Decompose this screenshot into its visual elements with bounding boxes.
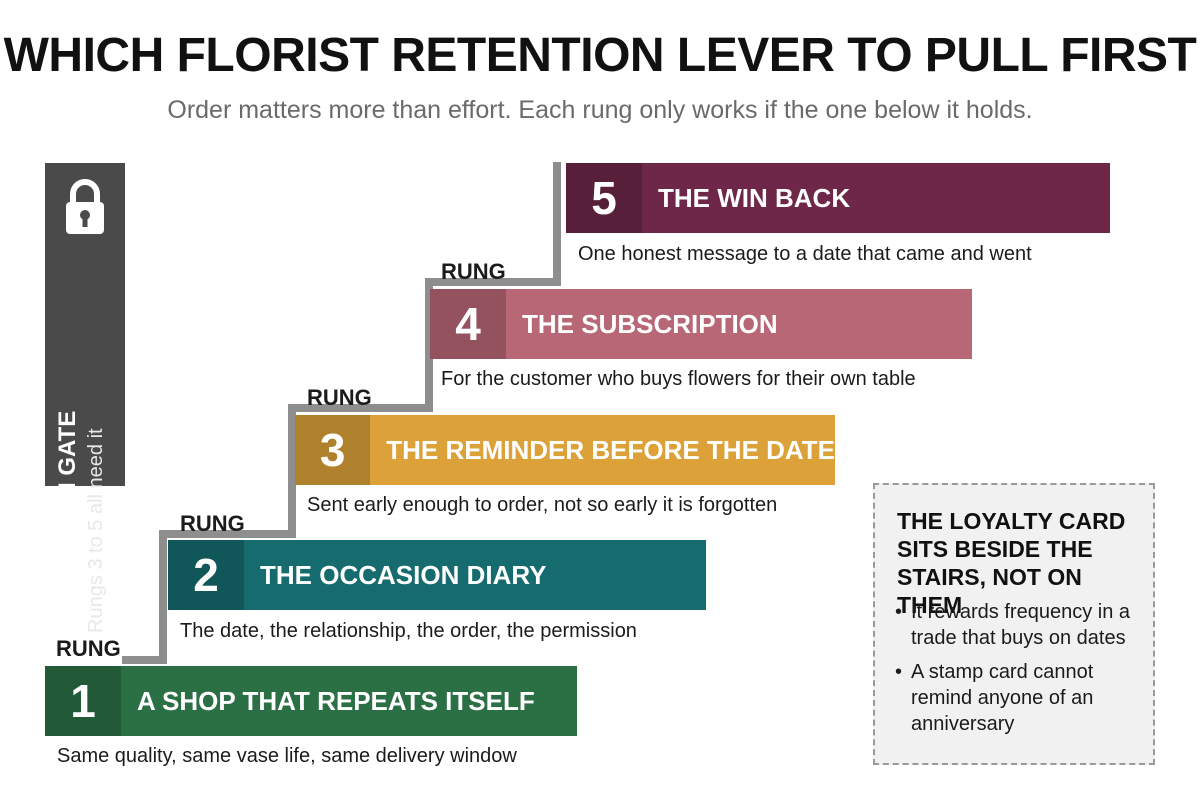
rung-5-title: THE WIN BACK [642, 163, 1110, 233]
rung-4-bar: 4 THE SUBSCRIPTION [430, 289, 972, 359]
rung-label-1: RUNG [56, 636, 121, 661]
bullet-dot-icon: • [895, 601, 903, 623]
rung-2-number: 2 [168, 540, 244, 610]
bullet-dot-icon: • [895, 661, 903, 683]
page-subtitle: Order matters more than effort. Each run… [167, 96, 1033, 124]
rung-label-3: RUNG [307, 385, 372, 410]
rung-4-number: 4 [430, 289, 506, 359]
rung-3-number: 3 [295, 415, 371, 485]
rung-5-description: One honest message to a date that came a… [578, 243, 1032, 265]
rung-4-title: THE SUBSCRIPTION [506, 289, 972, 359]
permission-gate: PERMISSION GATE Rungs 3 to 5 all need it [45, 163, 125, 633]
page-title: WHICH FLORIST RETENTION LEVER TO PULL FI… [3, 29, 1197, 82]
callout-bullet: • It rewards frequency in a trade that bu… [893, 599, 1143, 651]
rung-3-description: Sent early enough to order, not so early… [307, 494, 778, 516]
rung-3-bar: 3 THE REMINDER BEFORE THE DATE [295, 415, 835, 485]
rung-5-bar: 5 THE WIN BACK [566, 163, 1110, 233]
rung-4-description: For the customer who buys flowers for th… [441, 368, 916, 390]
rung-2-description: The date, the relationship, the order, t… [180, 620, 637, 642]
rung-label-4: RUNG [441, 259, 506, 284]
rung-1-bar: 1 A SHOP THAT REPEATS ITSELF [45, 666, 577, 736]
loyalty-card-callout: THE LOYALTY CARD SITS BESIDE THE STAIRS,… [873, 483, 1155, 765]
rung-3-title: THE REMINDER BEFORE THE DATE [370, 415, 835, 485]
callout-bullet-list: • It rewards frequency in a trade that bu… [893, 599, 1143, 745]
rung-1-title: A SHOP THAT REPEATS ITSELF [121, 666, 577, 736]
rung-2-bar: 2 THE OCCASION DIARY [168, 540, 706, 610]
rung-2-title: THE OCCASION DIARY [244, 540, 706, 610]
callout-title: THE LOYALTY CARD SITS BESIDE THE STAIRS,… [897, 508, 1126, 618]
lock-icon [66, 179, 104, 234]
callout-bullet-text: It rewards frequency in a trade that buy… [911, 601, 1130, 649]
rung-1-number: 1 [45, 666, 121, 736]
rung-1-description: Same quality, same vase life, same deliv… [57, 745, 517, 767]
rung-label-2: RUNG [180, 511, 245, 536]
callout-bullet-text: A stamp card cannot remind anyone of an … [911, 661, 1094, 735]
callout-bullet: • A stamp card cannot remind anyone of an… [893, 659, 1143, 737]
rung-5-number: 5 [566, 163, 642, 233]
